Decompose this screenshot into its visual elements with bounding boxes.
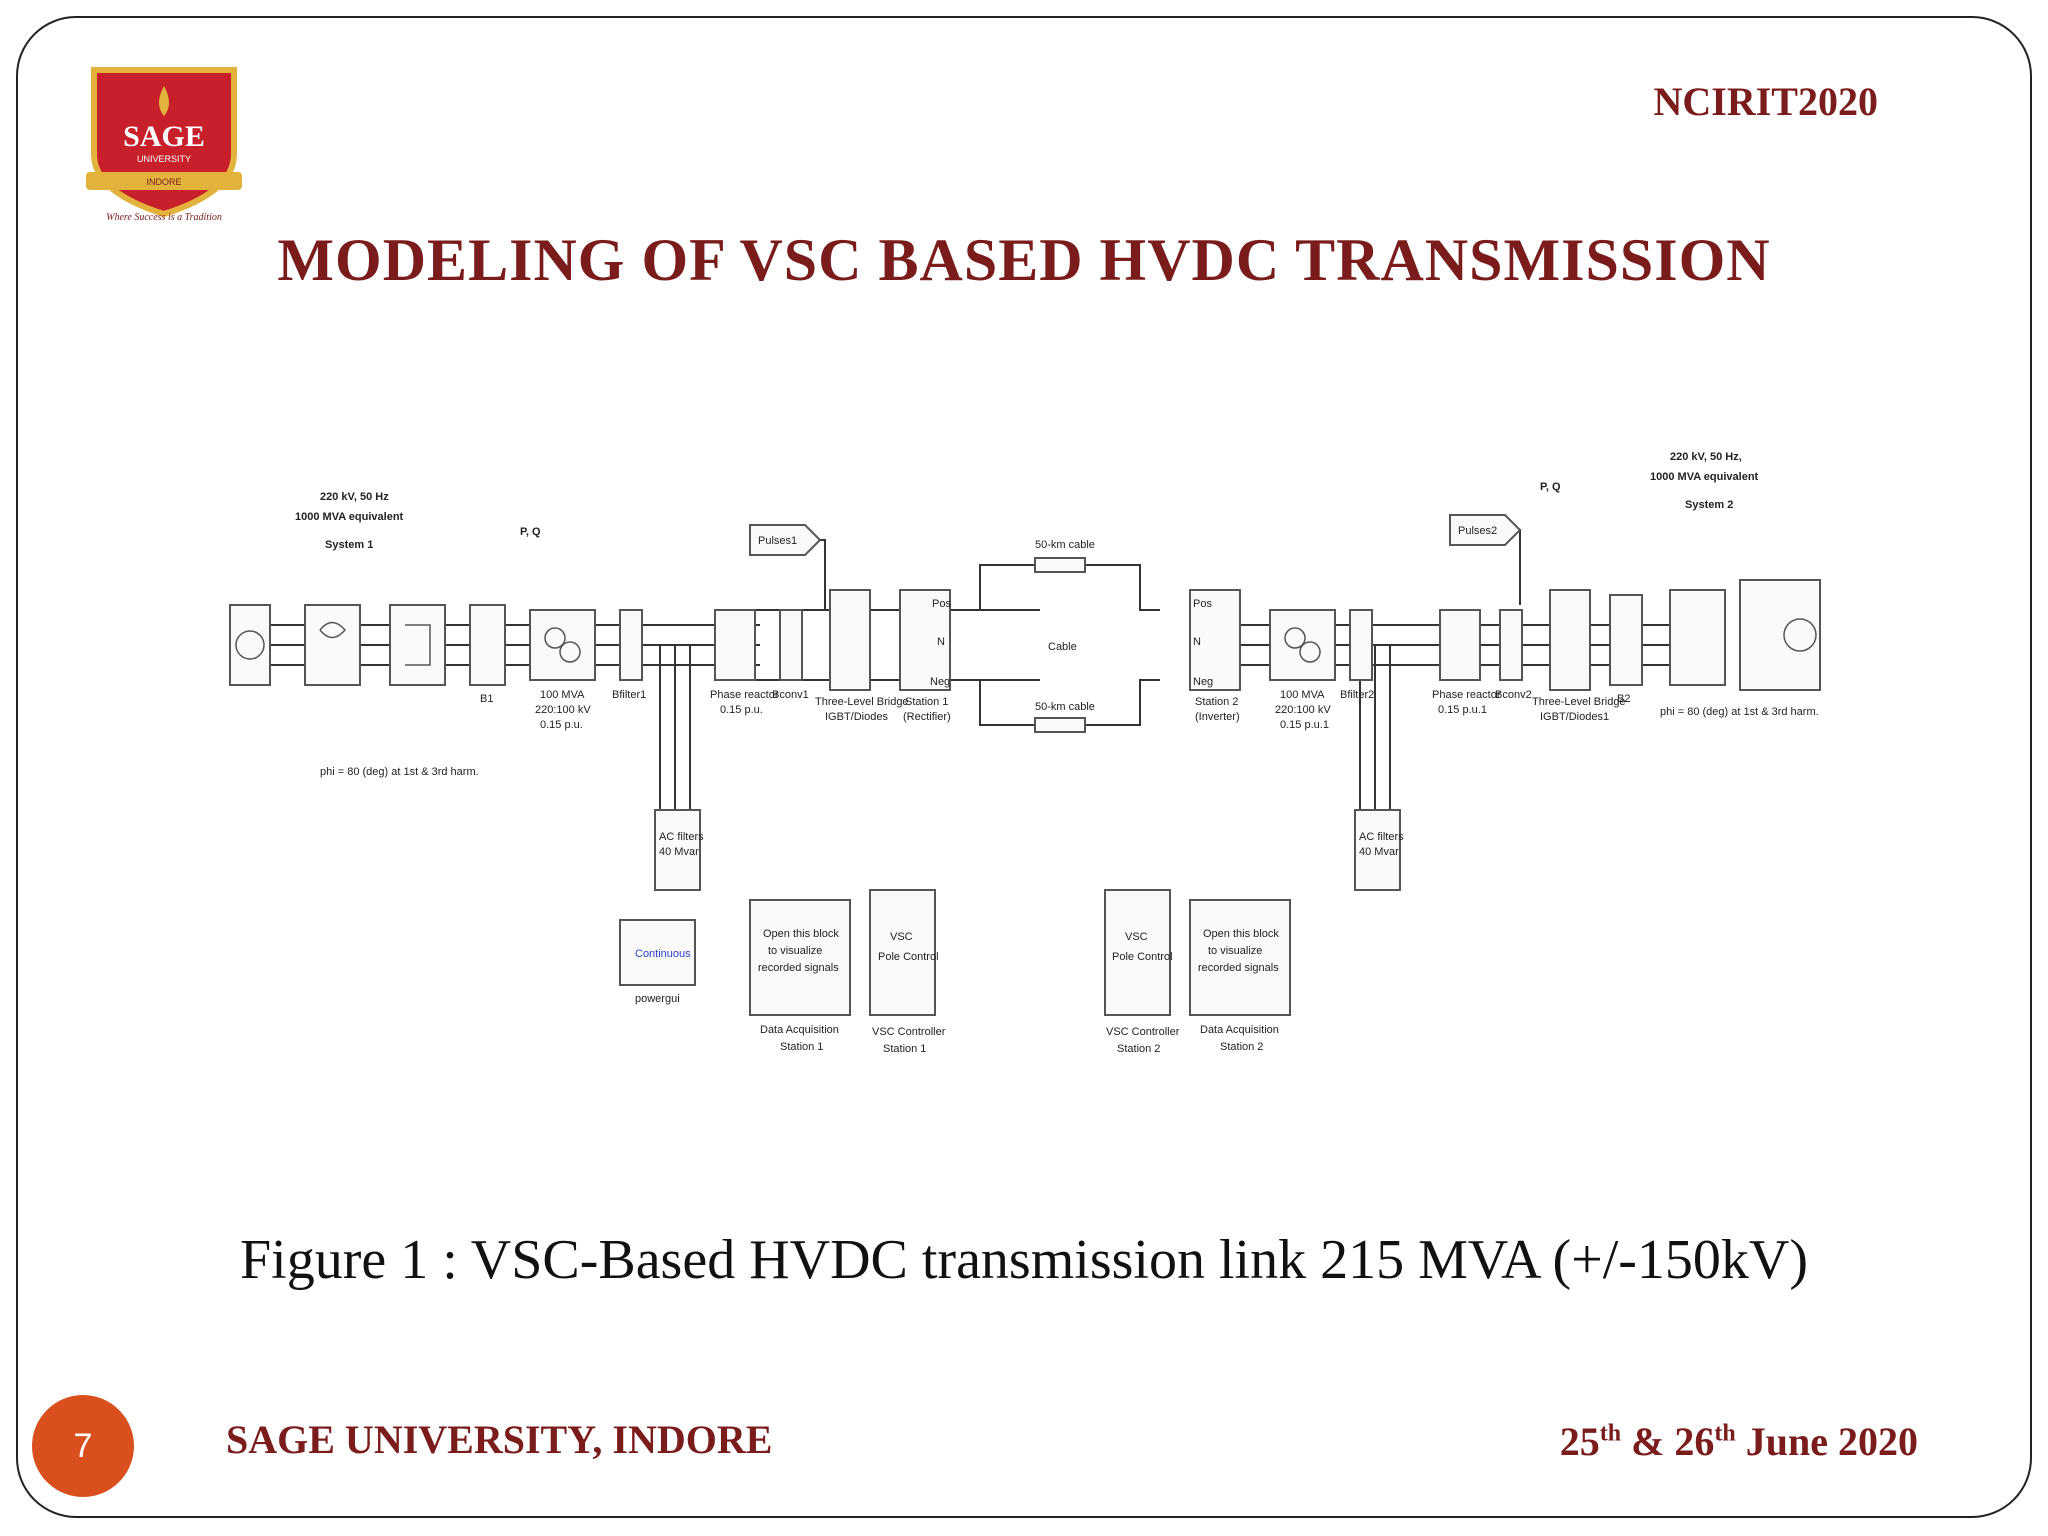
bfilter1-label: Bfilter1 — [612, 689, 646, 701]
vscctrl1-line1: VSC Controller — [872, 1026, 946, 1038]
open2-line3: recorded signals — [1198, 962, 1279, 974]
open2-line1: Open this block — [1203, 928, 1279, 940]
pulses2-label: Pulses2 — [1458, 525, 1497, 537]
reactor2-line1: Phase reactor — [1432, 689, 1501, 701]
page-number-text: 7 — [73, 1426, 93, 1465]
xfmr1-line3: 0.15 p.u. — [540, 719, 583, 731]
cable-top-label: 50-km cable — [1035, 539, 1095, 551]
open1-line3: recorded signals — [758, 962, 839, 974]
daq2-line2: Station 2 — [1220, 1041, 1263, 1053]
phi1-label: phi = 80 (deg) at 1st & 3rd harm. — [320, 766, 479, 778]
cable-mid-label: Cable — [1048, 641, 1077, 653]
n-label-2: N — [1193, 636, 1201, 648]
logo-line1: UNIVERSITY — [137, 154, 191, 164]
reactor1-line2: 0.15 p.u. — [720, 704, 763, 716]
date-sup2: th — [1714, 1420, 1736, 1447]
xfmr2-line1: 100 MVA — [1280, 689, 1325, 701]
filters2-line2: 40 Mvar — [1359, 846, 1399, 858]
vscctrl2-line1: VSC Controller — [1106, 1026, 1180, 1038]
b1-label: B1 — [480, 693, 493, 705]
vscctrl2-line2: Station 2 — [1117, 1043, 1160, 1055]
pos-label-1: Pos — [932, 598, 951, 610]
bfilter2-label: Bfilter2 — [1340, 689, 1374, 701]
system1-line2: 1000 MVA equivalent — [295, 511, 404, 523]
station2-line1: Station 2 — [1195, 696, 1238, 708]
system2-line1: 220 kV, 50 Hz, — [1670, 451, 1742, 463]
bridge2-line1: Three-Level Bridge — [1532, 696, 1626, 708]
page-number: 7 — [32, 1395, 134, 1497]
cable-bottom-label: 50-km cable — [1035, 701, 1095, 713]
pos-label-2: Pos — [1193, 598, 1212, 610]
station1-line1: Station 1 — [905, 696, 948, 708]
open1-line2: to visualize — [768, 945, 822, 957]
vscpole1-line2: Pole Control — [878, 951, 939, 963]
continuous-label: Continuous — [635, 948, 691, 960]
date-day2: 26 — [1674, 1419, 1715, 1464]
station2-line2: (Inverter) — [1195, 711, 1240, 723]
vscpole2-line1: VSC — [1125, 931, 1148, 943]
phi2-label: phi = 80 (deg) at 1st & 3rd harm. — [1660, 706, 1819, 718]
bridge1-line2: IGBT/Diodes — [825, 711, 888, 723]
bconv2-label: Bconv2 — [1495, 689, 1532, 701]
bridge1-line1: Three-Level Bridge — [815, 696, 909, 708]
pq2-label: P, Q — [1540, 481, 1561, 493]
sage-university-logo: SAGE UNIVERSITY INDORE Where Success is … — [86, 67, 242, 223]
daq1-line2: Station 1 — [780, 1041, 823, 1053]
daq2-line1: Data Acquisition — [1200, 1024, 1279, 1036]
neg-label-2: Neg — [1193, 676, 1213, 688]
open1-line1: Open this block — [763, 928, 839, 940]
powergui-label: powergui — [635, 993, 680, 1005]
footer-university: SAGE UNIVERSITY, INDORE — [226, 1417, 773, 1462]
vscctrl1-line2: Station 1 — [883, 1043, 926, 1055]
logo-name: SAGE — [123, 120, 205, 153]
reactor2-line2: 0.15 p.u.1 — [1438, 704, 1487, 716]
system2-line2: 1000 MVA equivalent — [1650, 471, 1759, 483]
filters2-line1: AC filters — [1359, 831, 1404, 843]
pq1-label: P, Q — [520, 526, 541, 538]
neg-label-1: Neg — [930, 676, 950, 688]
logo-tagline: Where Success is a Tradition — [106, 212, 222, 223]
xfmr1-line1: 100 MVA — [540, 689, 585, 701]
figure-caption: Figure 1 : VSC-Based HVDC transmission l… — [240, 1229, 1808, 1291]
filters1-line1: AC filters — [659, 831, 704, 843]
xfmr2-line3: 0.15 p.u.1 — [1280, 719, 1329, 731]
date-day1: 25 — [1559, 1419, 1600, 1464]
pulses1-label: Pulses1 — [758, 535, 797, 547]
n-label-1: N — [937, 636, 945, 648]
reactor1-line1: Phase reactor — [710, 689, 779, 701]
daq1-line1: Data Acquisition — [760, 1024, 839, 1036]
date-amp: & — [1621, 1419, 1675, 1464]
vscpole2-line2: Pole Control — [1112, 951, 1173, 963]
hvdc-simulink-diagram: 220 kV, 50 Hz 1000 MVA equivalent System… — [229, 451, 1821, 1055]
station1-line2: (Rectifier) — [903, 711, 951, 723]
filters1-line2: 40 Mvar — [659, 846, 699, 858]
bconv1-label: Bconv1 — [772, 689, 809, 701]
system2-name: System 2 — [1685, 499, 1733, 511]
date-month: June 2020 — [1735, 1419, 1918, 1464]
xfmr1-line2: 220:100 kV — [535, 704, 591, 716]
conference-name: NCIRIT2020 — [1653, 79, 1878, 124]
vscpole1-line1: VSC — [890, 931, 913, 943]
system1-line1: 220 kV, 50 Hz — [320, 491, 389, 503]
date-sup1: th — [1599, 1420, 1622, 1447]
b2-label: B2 — [1617, 693, 1630, 705]
footer-date: 25th & 26th June 2020 — [1560, 1418, 1918, 1465]
logo-line2: INDORE — [146, 177, 181, 187]
bridge2-line2: IGBT/Diodes1 — [1540, 711, 1609, 723]
slide-frame — [16, 16, 2032, 1518]
open2-line2: to visualize — [1208, 945, 1262, 957]
xfmr2-line2: 220:100 kV — [1275, 704, 1331, 716]
system1-name: System 1 — [325, 539, 373, 551]
slide-title: MODELING OF VSC BASED HVDC TRANSMISSION — [277, 227, 1771, 293]
